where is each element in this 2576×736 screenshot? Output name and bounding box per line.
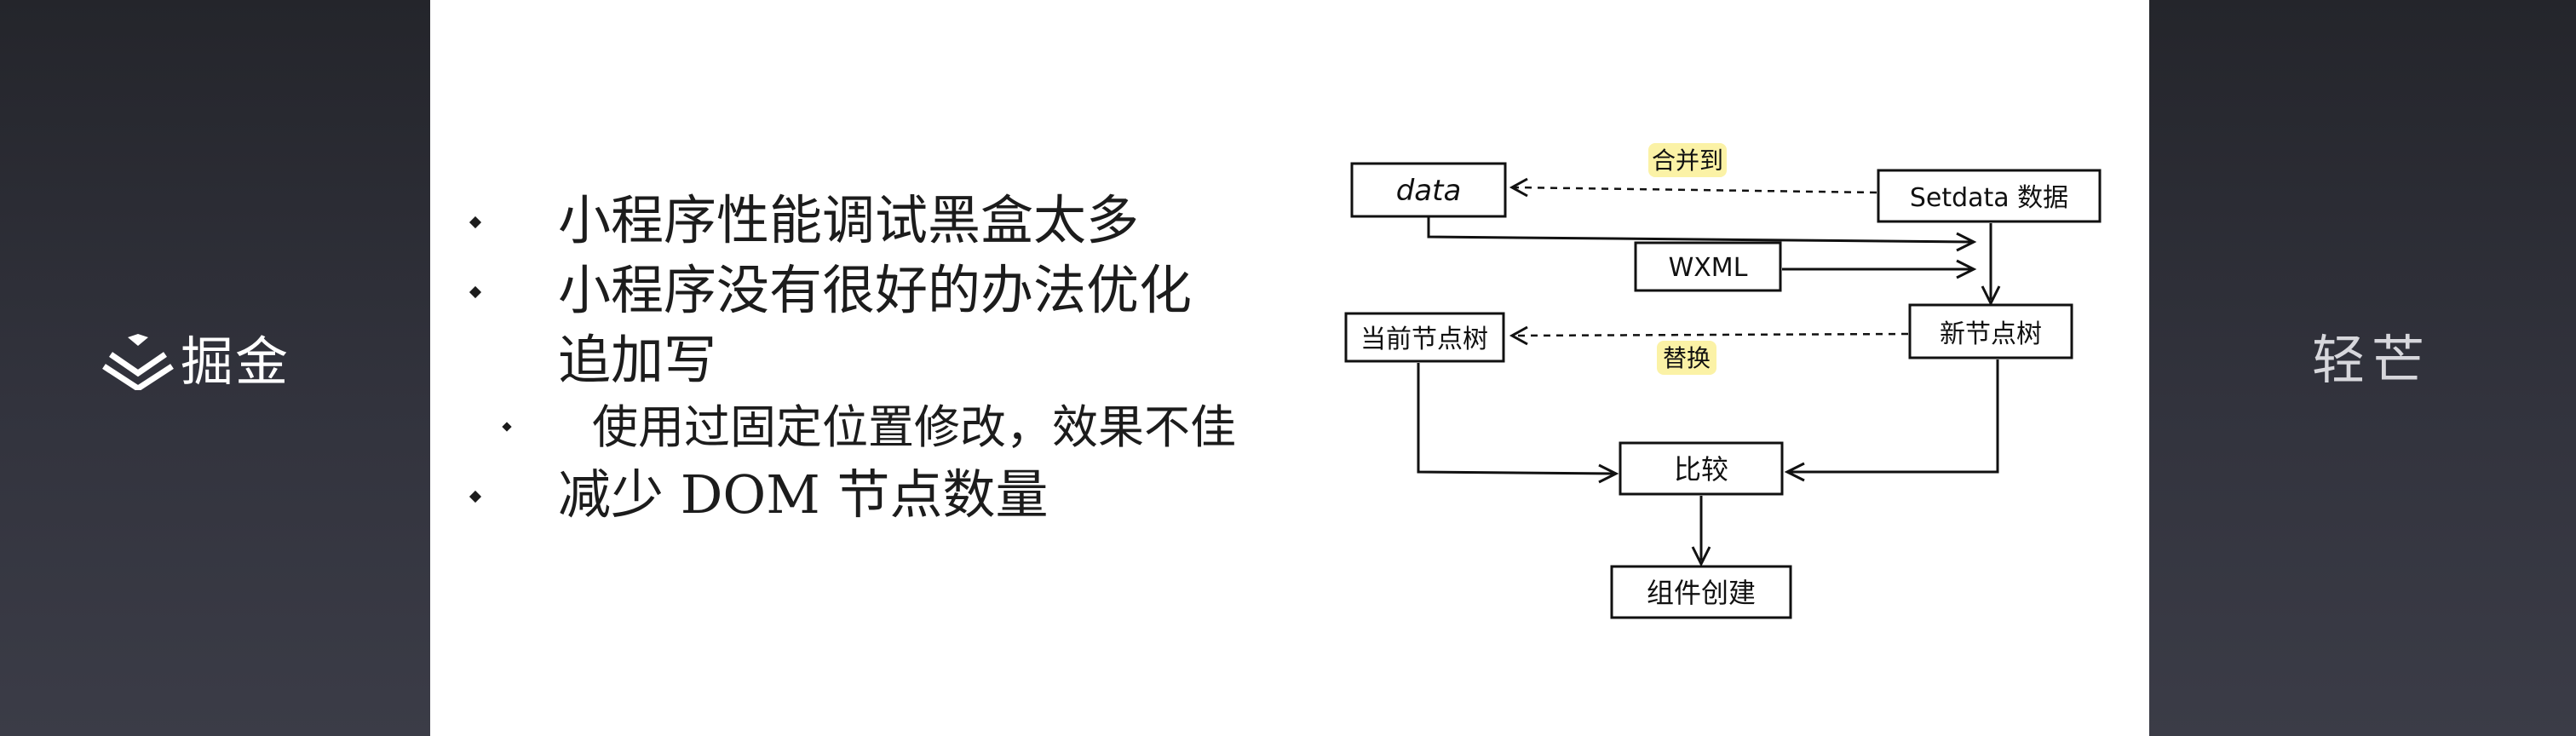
- create-node: [1610, 565, 1792, 619]
- replace-highlight: [1657, 341, 1716, 375]
- merge-highlight: [1648, 143, 1727, 177]
- compare-node: [1619, 441, 1784, 496]
- new-to-compare-arrow: [1784, 359, 1999, 482]
- current-tree-node: [1344, 312, 1505, 363]
- render-flow-diagram: data Setdata 数据 WXML 当前节点树 新节点树 比较 组件创建 …: [1344, 143, 2102, 619]
- wxml-to-newtree-arrow: [1782, 259, 1977, 279]
- wxml-node-label: WXML: [1669, 253, 1748, 283]
- replace-arrow: [1509, 325, 1909, 346]
- merge-arrow: [1509, 177, 1877, 198]
- bullet-item: 小程序没有很好的办法优化追加写: [464, 256, 1231, 395]
- data-node: [1350, 162, 1507, 218]
- setdata-node-label: Setdata 数据: [1910, 183, 2068, 213]
- sub-bullet-item: 使用过固定位置修改，效果不佳: [464, 395, 1333, 460]
- compare-node-label: 比较: [1674, 453, 1728, 486]
- partner-label: 轻芒: [2312, 329, 2432, 391]
- compare-to-create-arrow: [1691, 496, 1711, 567]
- merge-edge-label: 合并到: [1652, 147, 1723, 175]
- bullet-item: 小程序性能调试黑盒太多: [464, 186, 1222, 256]
- new-tree-node-label: 新节点树: [1940, 319, 2042, 349]
- slide-canvas: 小程序性能调试黑盒太多 小程序没有很好的办法优化追加写 使用过固定位置修改，效果…: [430, 0, 2149, 736]
- brand-name: 掘金: [181, 331, 290, 393]
- bullet-item: 减少 DOM 节点数量: [464, 460, 1333, 530]
- wxml-node: [1634, 241, 1782, 292]
- create-node-label: 组件创建: [1647, 577, 1756, 609]
- setdata-to-newtree-arrow: [1981, 223, 2001, 307]
- current-to-compare-arrow: [1417, 363, 1619, 484]
- bullet-list: 小程序性能调试黑盒太多 小程序没有很好的办法优化追加写 使用过固定位置修改，效果…: [464, 186, 1333, 530]
- data-node-label: data: [1396, 174, 1462, 208]
- setdata-node: [1877, 169, 2102, 223]
- replace-edge-label: 替换: [1663, 344, 1711, 372]
- juejin-logo-icon: [102, 334, 174, 390]
- data-to-newtree-arrow: [1427, 216, 1977, 252]
- brand-logo: 掘金: [102, 334, 290, 390]
- current-tree-node-label: 当前节点树: [1360, 325, 1488, 354]
